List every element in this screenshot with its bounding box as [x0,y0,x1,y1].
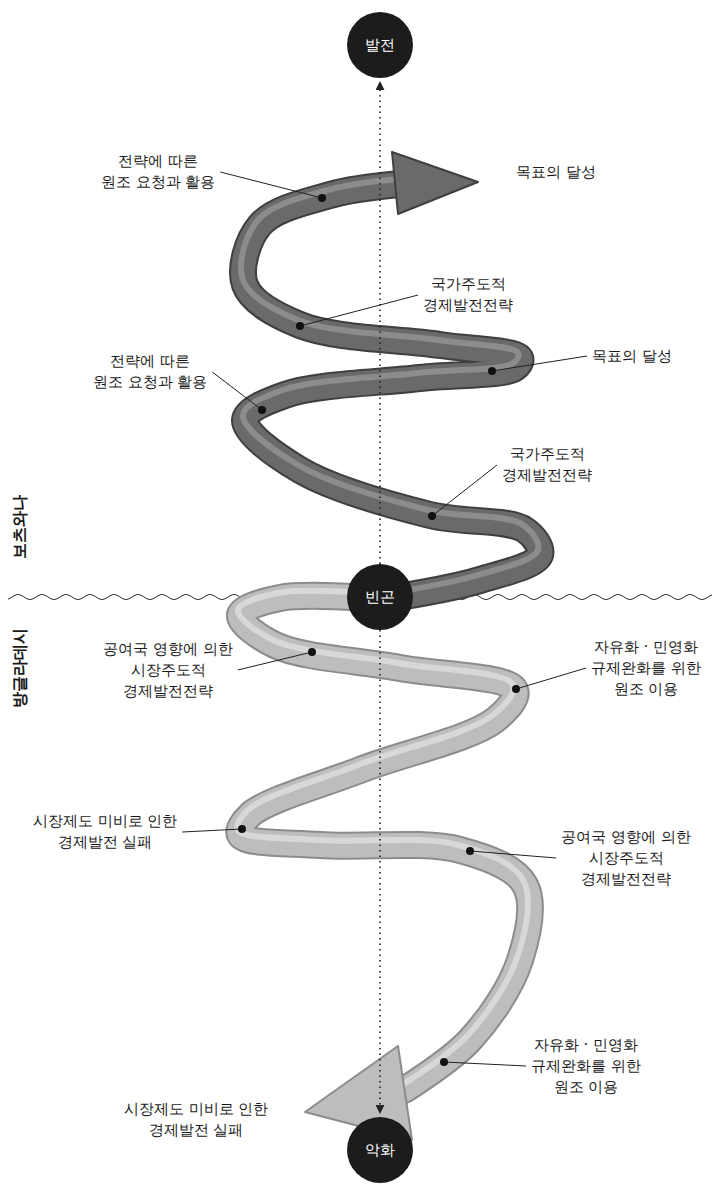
leader-dot [258,406,266,414]
leader-dot [318,194,326,202]
country-label: 방글라데시 [9,628,31,708]
stage-annotation: 전략에 따른 원조 요청과 활용 [101,151,216,193]
direction-arrow [379,630,381,1113]
leader-dot [238,825,246,833]
stage-annotation: 국가주도적 경제발전전략 [423,274,513,316]
leader-dot [440,1058,448,1066]
direction-arrow [379,82,381,564]
leader-dot [512,685,520,693]
leader-line [300,295,418,326]
leader-lines [182,172,587,1066]
state-circle: 발전 [347,12,413,78]
stage-annotation: 목표의 달성 [592,346,672,367]
leader-line [182,829,242,832]
stage-annotation: 목표의 달성 [516,162,596,183]
state-circle: 악화 [347,1117,413,1183]
leader-dot [296,322,304,330]
leader-line [212,372,262,410]
leader-line [492,356,587,371]
leader-line [444,1062,526,1066]
stage-annotation: 자유화 · 민영화 규제완화를 위한 원조 이용 [591,637,701,700]
stage-annotation: 공여국 영향에 의한 시장주도적 경제발전전략 [103,639,233,702]
upper-spiral-tube-highlight [241,179,538,595]
stage-annotation: 공여국 영향에 의한 시장주도적 경제발전전략 [561,827,691,890]
leader-dot [308,648,316,656]
state-circle: 빈곤 [347,564,413,630]
lower-spiral-tube-highlight [237,591,528,1085]
state-label: 빈곤 [365,588,395,606]
stage-annotation: 국가주도적 경제발전전략 [502,444,592,486]
state-label: 발전 [365,36,395,54]
leader-line [516,668,586,689]
upper-spiral-tube-body [243,184,540,600]
stage-annotation: 자유화 · 민영화 규제완화를 위한 원조 이용 [531,1035,641,1098]
lower-spiral-tube [237,591,530,1140]
leader-line [220,172,322,198]
leader-line [470,851,556,858]
leader-dot [428,512,436,520]
upper-spiral-tube [241,152,540,600]
leader-dot [466,847,474,855]
stage-annotation: 시장제도 미비로 인한 경제발전 실패 [33,811,178,853]
leader-line [432,465,497,516]
upper-spiral-tube-outline [243,184,540,600]
leader-line [238,652,312,670]
stage-annotation: 전략에 따른 원조 요청과 활용 [93,351,208,393]
state-label: 악화 [365,1141,395,1159]
leader-dot [488,367,496,375]
stage-annotation: 시장제도 미비로 인한 경제발전 실패 [124,1099,269,1141]
country-label: 보츠와나 [9,495,31,559]
upper-spiral-tube-arrowhead [392,152,478,214]
